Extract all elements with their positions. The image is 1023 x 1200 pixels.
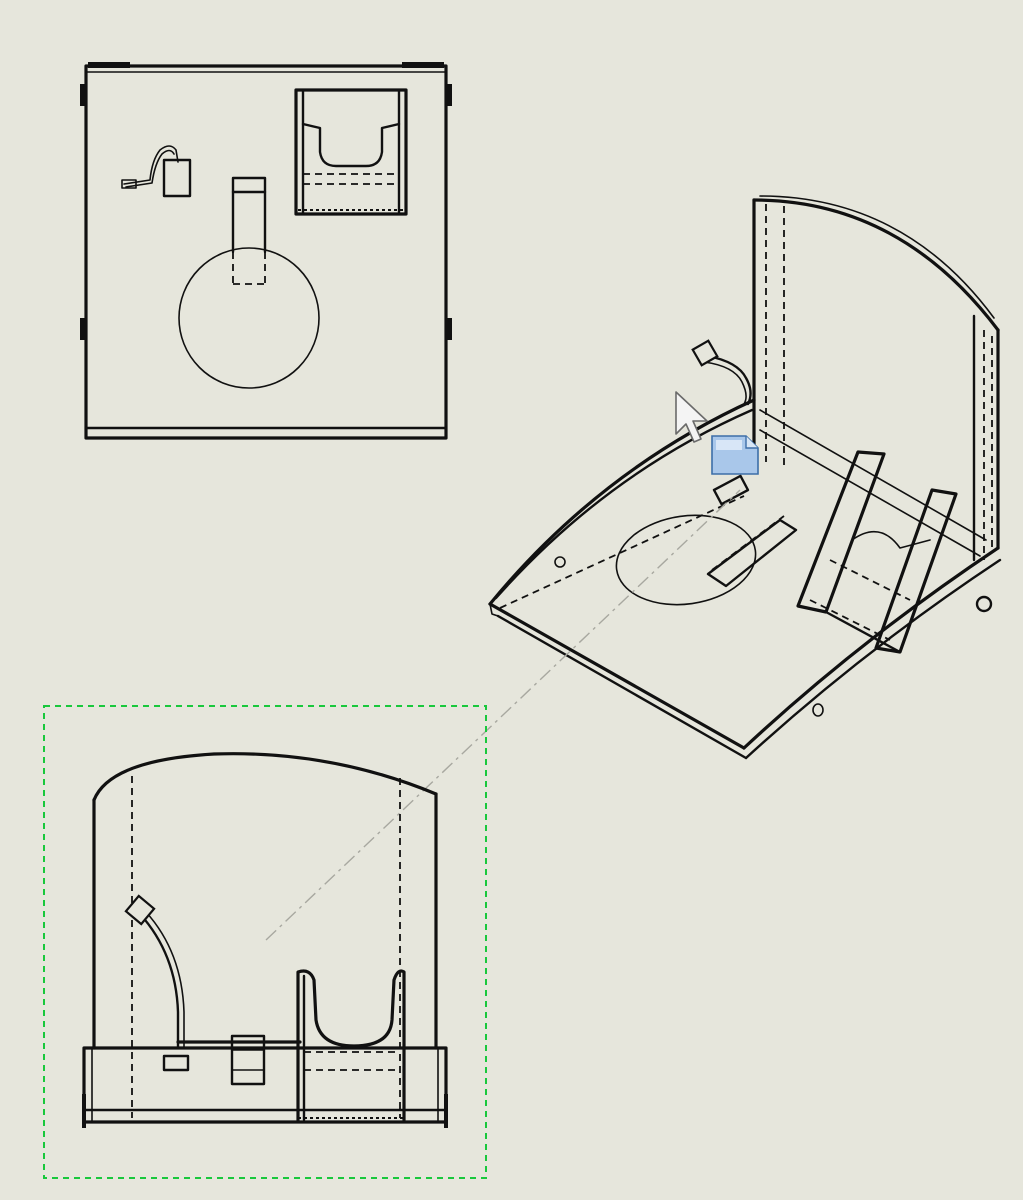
front-view-cable — [145, 911, 185, 1049]
iso-cable — [706, 354, 752, 406]
iso-back-panel-top-curve — [752, 198, 1000, 332]
top-view[interactable] — [80, 62, 452, 440]
top-view-side-tab — [446, 318, 452, 340]
iso-back-panel-top-curve — [759, 195, 995, 319]
top-view-side-tab — [80, 84, 86, 106]
iso-base-front-edge — [488, 602, 746, 750]
iso-holder-right-wall — [874, 488, 958, 654]
iso-holder-bottom — [824, 610, 902, 654]
view-alignment-line — [265, 489, 741, 941]
front-view-top-curve — [92, 752, 438, 802]
iso-connector — [712, 474, 750, 506]
iso-cable — [703, 361, 747, 405]
iso-holder-hidden — [809, 599, 891, 641]
front-view-plug — [124, 894, 156, 926]
top-view-corner-tab — [88, 62, 130, 68]
front-view-plug-base — [162, 1054, 190, 1072]
iso-base-right-edge — [742, 546, 1000, 750]
iso-base-right-edge — [744, 558, 1002, 760]
iso-holder-hidden — [829, 559, 911, 601]
top-view-cable — [123, 145, 179, 185]
iso-back-panel-bottom — [759, 409, 987, 541]
iso-plug — [691, 339, 719, 367]
top-view-outline — [84, 64, 448, 440]
iso-base-hole — [812, 703, 824, 717]
iso-base-hidden — [499, 495, 745, 609]
iso-base-left-top-edge — [494, 408, 754, 600]
top-view-plug — [121, 179, 137, 189]
top-view-holder-cradle — [301, 122, 401, 168]
iso-arm — [706, 518, 798, 588]
top-view-stem-cap — [231, 176, 267, 194]
top-view-corner-tab — [402, 62, 444, 68]
top-view-connector — [162, 158, 192, 198]
front-view[interactable] — [43, 705, 487, 1179]
iso-holder-cradle — [851, 530, 931, 549]
top-view-disk — [178, 247, 320, 389]
front-view-cable — [138, 912, 180, 1050]
iso-arm-hidden — [711, 515, 785, 571]
top-view-holder — [294, 88, 408, 216]
iso-disk — [615, 514, 757, 606]
iso-base-front-edge — [496, 614, 748, 760]
iso-holder-left-wall — [796, 450, 886, 614]
front-view-holder — [296, 969, 406, 1122]
top-view-side-tab — [446, 84, 452, 106]
front-view-clip — [230, 1034, 266, 1086]
drawing-view-icon — [711, 435, 759, 475]
iso-base-foot — [975, 595, 993, 613]
front-view-selection-box — [43, 705, 487, 1179]
isometric-view[interactable] — [488, 195, 1002, 760]
front-view-foot — [444, 1094, 448, 1128]
iso-base-corner — [489, 603, 499, 617]
arrow-cursor-icon — [675, 391, 708, 443]
iso-base-left-top-edge — [488, 398, 756, 606]
top-view-side-tab — [80, 318, 86, 340]
front-view-foot — [82, 1094, 86, 1128]
top-view-cable — [125, 149, 175, 188]
iso-base-hole — [554, 556, 566, 568]
